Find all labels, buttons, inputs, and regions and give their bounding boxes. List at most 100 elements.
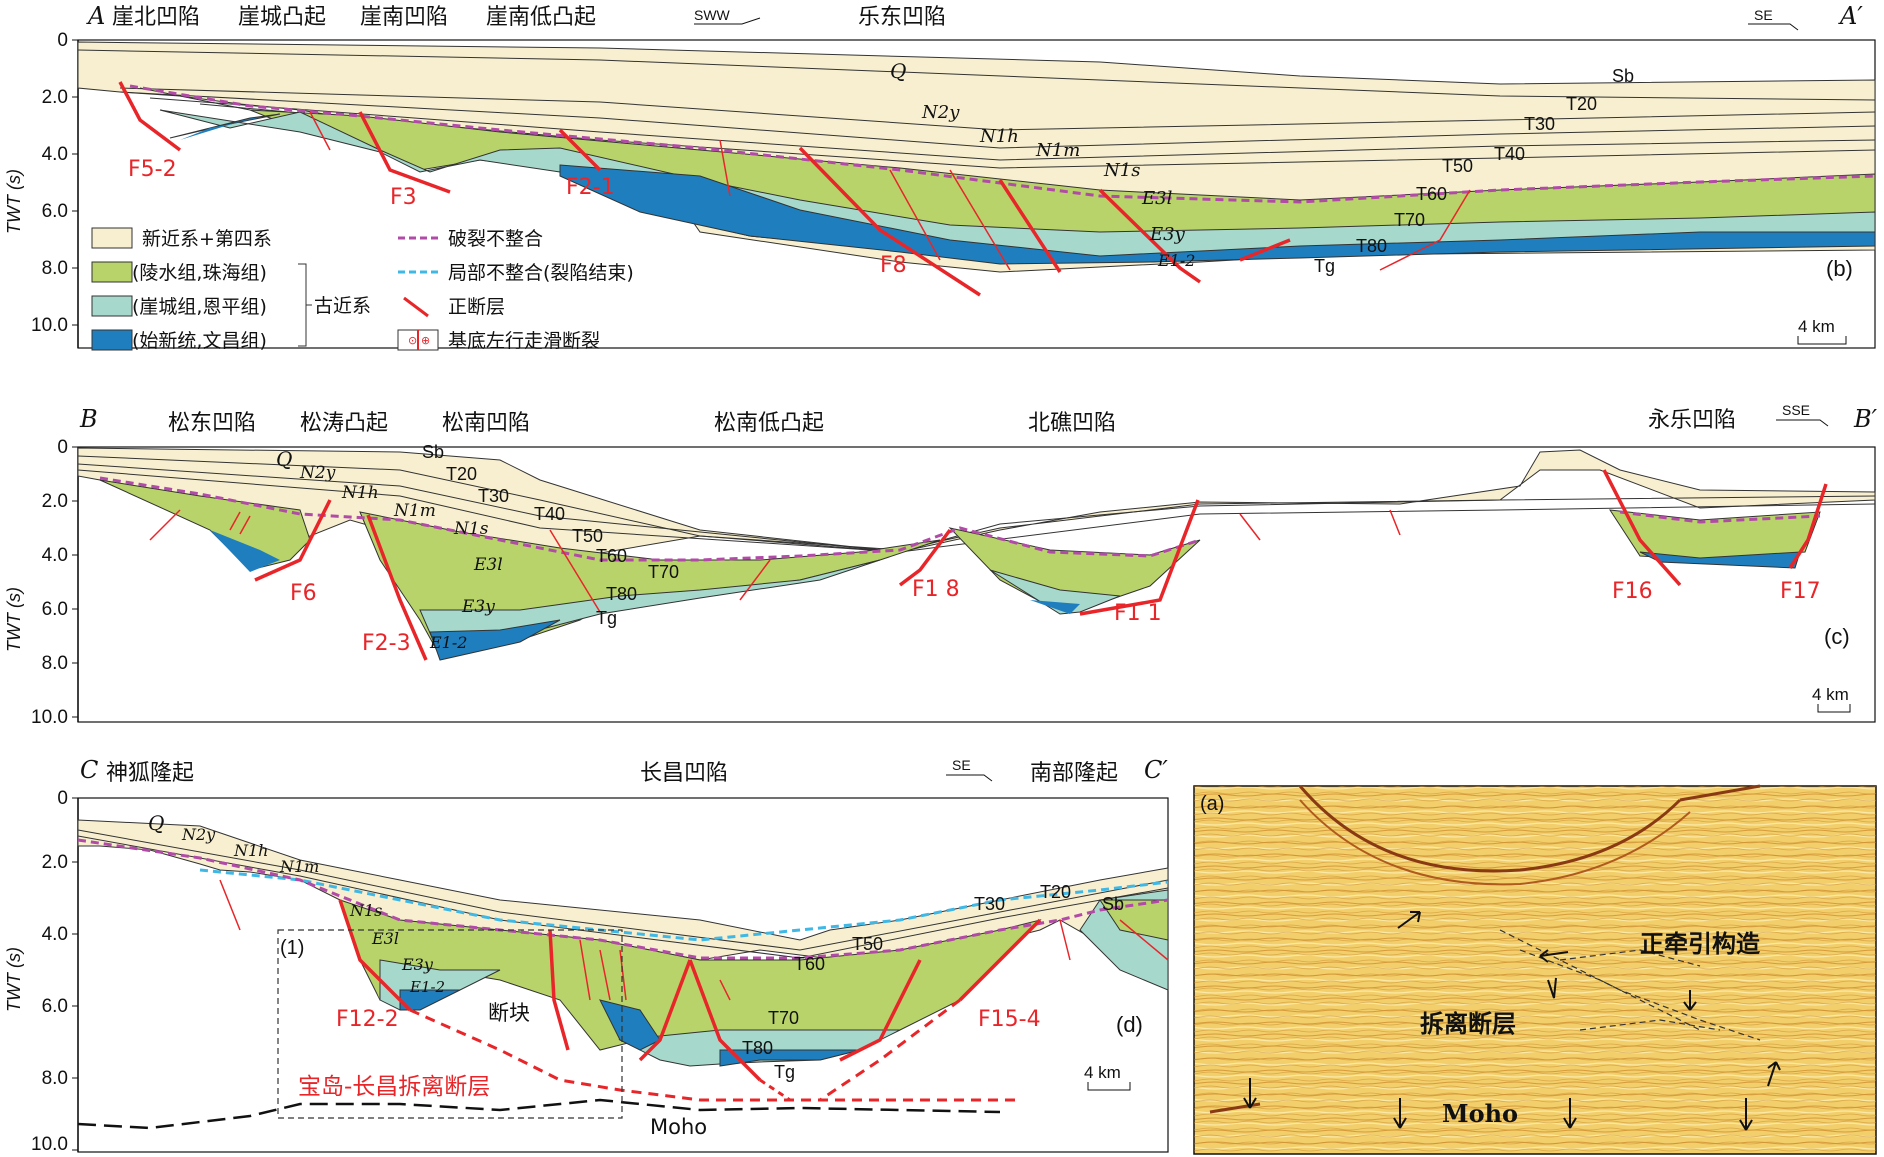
legend-yacheng: (崖城组,恩平组) [132,296,267,318]
formation-b-n1s: N1s [1103,160,1140,181]
box-label: (1) [280,937,304,959]
horizon-b-t50: T50 [1442,156,1473,176]
formation-b-n2y: N2y [921,102,960,123]
formation-d-e3l: E3l [371,929,399,948]
panel-a-seismic: (a) 正牵引构造 拆离断层 Moho [1193,784,1877,1155]
panel-c-id: (c) [1824,624,1850,649]
faults-c [254,469,1828,661]
region-b-4: 乐东凹陷 [858,5,946,30]
formation-d-n1s: N1s [349,901,382,920]
panel-c-end: B′ [1853,405,1878,433]
legend-lingshui: (陵水组,珠海组) [132,262,267,284]
scale-c: 4 km [1812,685,1849,704]
fault-label-f11: F1 1 [1114,601,1162,626]
horizon-d-sb: Sb [1102,894,1124,914]
horizon-b-t20: T20 [1566,94,1597,114]
formation-c-n1m: N1m [393,501,436,521]
dir-right-d: SE [952,757,971,773]
legend-local: 局部不整合(裂陷结束) [448,262,634,284]
formation-b-n1h: N1h [979,126,1019,147]
horizon-d-t50: T50 [852,934,883,954]
tick-0: 0 [57,30,68,51]
faults-d [338,899,1042,1082]
formation-b-e3y: E3y [1149,224,1186,245]
fault-label-f6: F6 [290,581,317,606]
panel-d-end: C′ [1144,756,1168,784]
formation-d-e12: E1-2 [409,978,445,996]
tick-c-2: 2.0 [42,491,68,512]
region-c-1: 松涛凸起 [300,411,388,436]
region-b-1: 崖城凸起 [238,5,326,30]
y-axis-label-b: TWT (s) [4,169,24,234]
horizon-c-tg: Tg [596,608,617,628]
legend: 新近系+第四系 (陵水组,珠海组) (崖城组,恩平组) (始新统,文昌组) 古近… [91,227,634,352]
horizon-b-t30: T30 [1524,114,1555,134]
fault-label-f5-2: F5-2 [128,157,177,182]
panel-c: 0 2.0 4.0 6.0 8.0 10.0 TWT (s) [4,402,1878,728]
tick-4: 4.0 [42,144,68,165]
formation-d-n1m: N1m [279,857,319,876]
region-c-2: 松南凹陷 [442,411,530,436]
label-detachment-a: 拆离断层 [1420,1010,1516,1038]
moho-label-a: Moho [1442,1099,1518,1128]
formation-b-e3l: E3l [1141,188,1173,209]
formation-d-n2y: N2y [181,825,216,844]
tick-d-8: 8.0 [42,1068,68,1089]
region-c-0: 松东凹陷 [168,411,256,436]
formation-c-e3l: E3l [473,555,503,575]
horizon-c-t60: T60 [596,546,627,566]
horizon-d-tg: Tg [774,1062,795,1082]
formation-d-n1h: N1h [233,841,268,860]
detachment-label: 宝岛-长昌拆离断层 [298,1074,490,1100]
region-b-2: 崖南凹陷 [360,5,448,30]
horizon-c-t50: T50 [572,526,603,546]
region-c-3: 松南低凸起 [714,411,824,436]
horizon-d-t60: T60 [794,954,825,974]
formation-c-e3y: E3y [461,597,495,617]
label-normal-drag: 正牵引构造 [1640,930,1760,958]
panel-b-end: A′ [1838,2,1863,30]
tick-8: 8.0 [42,258,68,279]
legend-strike-slip: 基底左行走滑断裂 [448,330,600,352]
horizon-c-sb: Sb [422,442,444,462]
horizon-c-t30: T30 [478,486,509,506]
fault-label-f3: F3 [390,185,417,210]
region-c-5: 永乐凹陷 [1648,408,1736,433]
horizon-c-t80: T80 [606,584,637,604]
horizon-d-t80: T80 [742,1038,773,1058]
tick-d-0: 0 [57,788,68,809]
formation-d-e3y: E3y [401,955,434,974]
panel-d-start: C [80,756,98,784]
fault-label-f18: F1 8 [912,577,960,602]
scale-b: 4 km [1798,317,1835,336]
region-b-0: 崖北凹陷 [112,5,200,30]
faults-b [118,81,1291,297]
dir-right-b: SE [1754,7,1773,23]
panel-c-start: B [79,405,98,433]
fault-label-f15-4: F15-4 [978,1007,1041,1032]
block-label: 断块 [488,1001,530,1025]
y-axis-ticks-d: 0 2.0 4.0 6.0 8.0 10.0 [31,788,78,1155]
dir-right-c: SSE [1782,402,1810,418]
horizon-b-tg: Tg [1314,256,1335,276]
formation-c-n1s: N1s [453,519,489,539]
formation-c-n2y: N2y [299,463,336,483]
legend-eocene: (始新统,文昌组) [132,330,267,352]
fault-label-f16: F16 [1612,579,1653,604]
fault-label-f2-3: F2-3 [362,631,411,656]
tick-c-10: 10.0 [31,707,68,728]
region-d-1: 长昌凹陷 [640,761,728,786]
tick-c-6: 6.0 [42,599,68,620]
fault-label-f8: F8 [880,253,907,278]
horizon-d-t70: T70 [768,1008,799,1028]
legend-fault: 正断层 [448,296,505,318]
tick-2: 2.0 [42,87,68,108]
dot-circle-icon: ⊙ [408,334,417,347]
arrow-icons [1243,911,1781,1131]
tick-d-10: 10.0 [31,1134,68,1155]
formation-c-e12: E1-2 [429,633,467,652]
horizon-d-t30: T30 [974,894,1005,914]
tick-d-4: 4.0 [42,924,68,945]
panel-d-id: (d) [1116,1012,1143,1037]
